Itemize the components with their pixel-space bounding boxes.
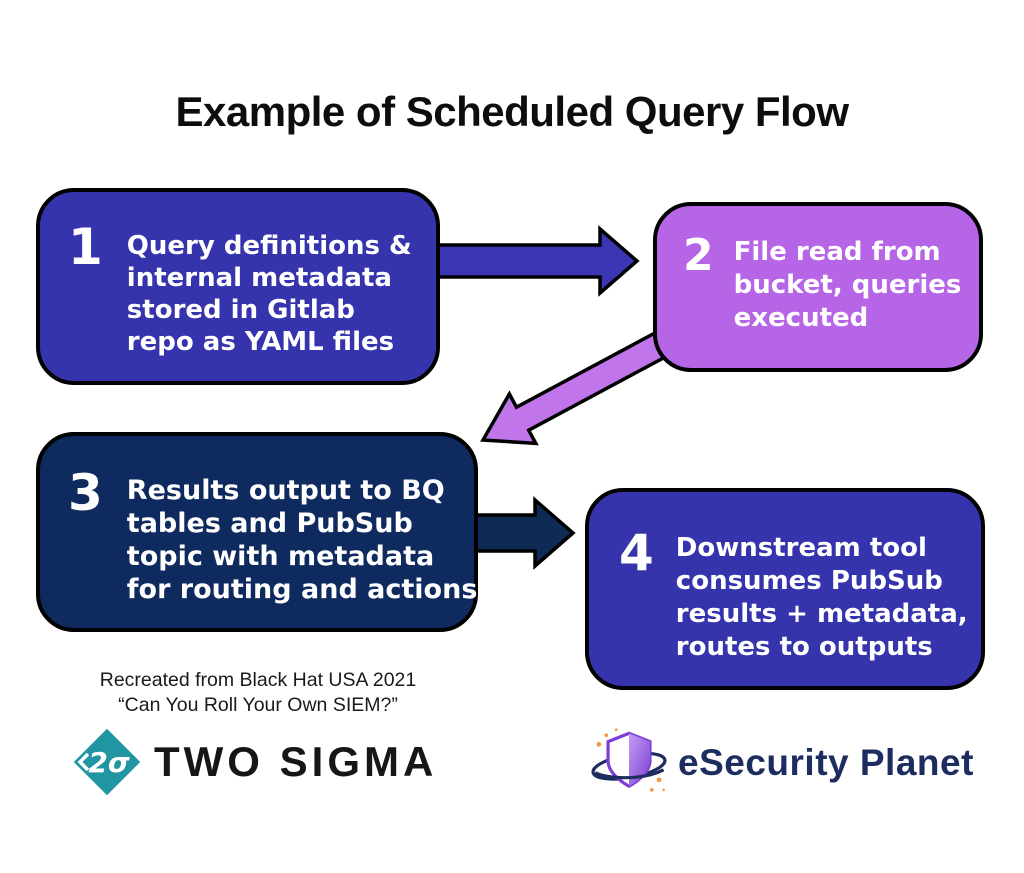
step-1-number: 1 [68,218,103,276]
two-sigma-diamond-icon: 2σ [73,728,141,796]
step-3-number: 3 [68,464,103,522]
step-2-number: 2 [683,230,714,281]
credit-caption: Recreated from Black Hat USA 2021 “Can Y… [38,668,478,718]
two-sigma-wordmark: TWO SIGMA [154,738,438,785]
esecurity-shield-icon [591,727,667,792]
step-2-text: File read from bucket, queries executed [733,237,962,333]
step-1-text: Query definitions & internal metadata st… [126,231,412,357]
step-3-box: 3 Results output to BQ tables and PubSub… [36,432,478,632]
arrow-step1-to-step2-icon [432,225,640,297]
page-title: Example of Scheduled Query Flow [175,88,850,135]
arrow-step2-to-step3-icon [480,331,669,446]
two-sigma-mark: 2σ [88,746,129,779]
credit-line-1: Recreated from Black Hat USA 2021 [99,669,417,691]
arrow-step3-to-step4-icon [468,496,576,570]
step-4-text: Downstream tool consumes PubSub results … [675,533,968,662]
step-3-text: Results output to BQ tables and PubSub t… [126,475,478,605]
two-sigma-logo: 2σ TWO SIGMA [70,722,470,802]
credit-line-2: “Can You Roll Your Own SIEM?” [118,694,398,716]
esecurity-planet-logo: eSecurity Planet [588,720,988,805]
two-sigma-chevron-icon [77,752,90,772]
step-4-number: 4 [619,524,654,582]
step-1-box: 1 Query definitions & internal metadata … [36,188,440,385]
step-4-box: 4 Downstream tool consumes PubSub result… [585,488,985,690]
step-2-box: 2 File read from bucket, queries execute… [653,202,983,372]
esecurity-planet-wordmark: eSecurity Planet [678,741,974,783]
sparkle-dots-icon [596,727,665,792]
